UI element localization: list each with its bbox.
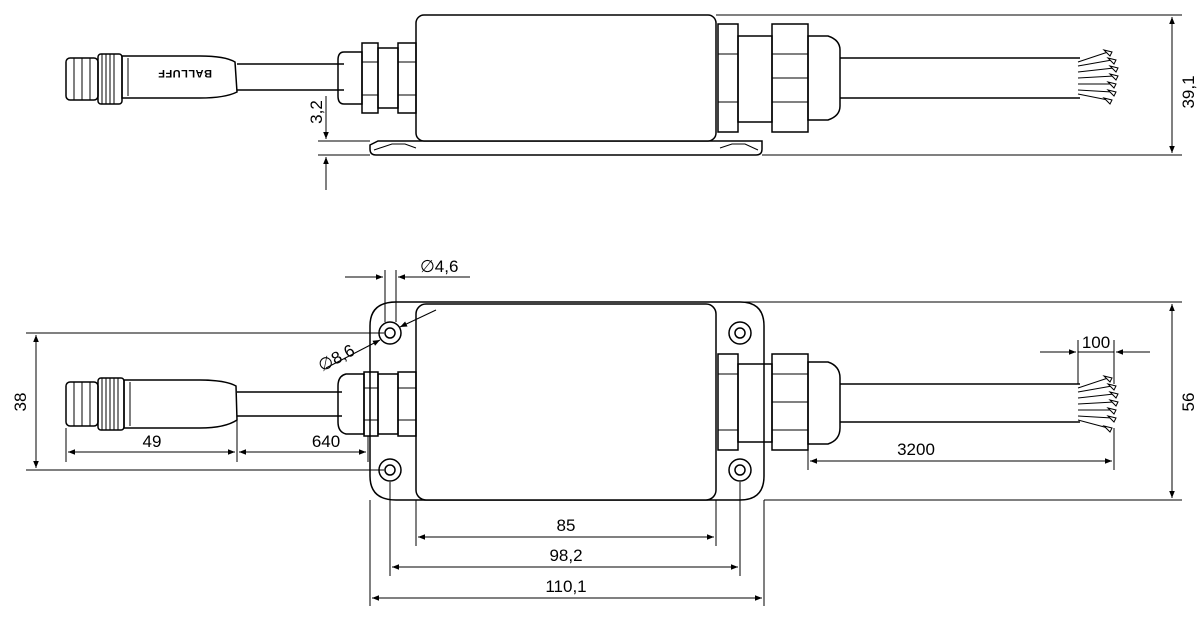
side-right-gland bbox=[717, 23, 841, 133]
side-connector: BALLUFF bbox=[65, 53, 238, 105]
dim-label-85: 85 bbox=[557, 516, 576, 535]
dim-label-98-2: 98,2 bbox=[549, 546, 582, 565]
top-wires bbox=[1077, 375, 1119, 433]
side-housing bbox=[415, 14, 717, 142]
top-housing bbox=[415, 303, 717, 501]
dim-connector-49: 49 bbox=[65, 420, 238, 462]
top-connector bbox=[65, 377, 238, 431]
top-cable-right bbox=[840, 383, 1080, 423]
dim-width-98: 98,2 bbox=[389, 482, 741, 576]
side-cable-right bbox=[840, 57, 1080, 99]
dim-cable-3200: 3200 bbox=[807, 428, 1115, 470]
dim-label-56: 56 bbox=[1179, 393, 1198, 412]
mount-holes bbox=[378, 321, 752, 482]
dim-label-110-1: 110,1 bbox=[545, 577, 586, 596]
dim-height-56: 56 bbox=[740, 301, 1198, 501]
top-right-gland bbox=[717, 353, 841, 451]
top-view: ∅4,6 ∅8,6 38 56 49 bbox=[11, 257, 1198, 606]
side-view: BALLUFF 39,1 3,2 bbox=[65, 14, 1198, 190]
dim-label-100: 100 bbox=[1082, 333, 1110, 352]
dim-label-4-6: ∅4,6 bbox=[420, 257, 458, 276]
logo-text: BALLUFF bbox=[158, 67, 212, 79]
dim-hole-small: ∅4,6 bbox=[345, 257, 470, 322]
side-base-plate bbox=[369, 140, 763, 156]
dim-label-39-1: 39,1 bbox=[1179, 75, 1198, 108]
side-left-gland bbox=[337, 42, 417, 114]
dim-side-foot: 3,2 bbox=[307, 96, 370, 190]
dim-wire-100: 100 bbox=[1040, 333, 1150, 384]
dim-height-38: 38 bbox=[11, 332, 384, 471]
dim-label-3-2: 3,2 bbox=[307, 100, 326, 124]
dim-width-110: 110,1 bbox=[369, 500, 765, 606]
dim-label-8-6: ∅8,6 bbox=[315, 341, 358, 376]
dim-width-85: 85 bbox=[415, 500, 717, 546]
dim-label-49: 49 bbox=[143, 432, 162, 451]
top-left-gland bbox=[337, 371, 417, 437]
dim-label-640: 640 bbox=[312, 432, 340, 451]
dim-label-3200: 3200 bbox=[897, 440, 935, 459]
side-foot-left bbox=[373, 143, 417, 151]
dim-side-height: 39,1 bbox=[716, 14, 1198, 156]
side-cable-left bbox=[237, 63, 344, 91]
top-cable-left bbox=[237, 391, 342, 417]
dim-label-38: 38 bbox=[11, 393, 30, 412]
dim-cable-640: 640 bbox=[239, 432, 369, 462]
side-foot-right bbox=[719, 143, 759, 151]
side-wires bbox=[1077, 49, 1119, 105]
